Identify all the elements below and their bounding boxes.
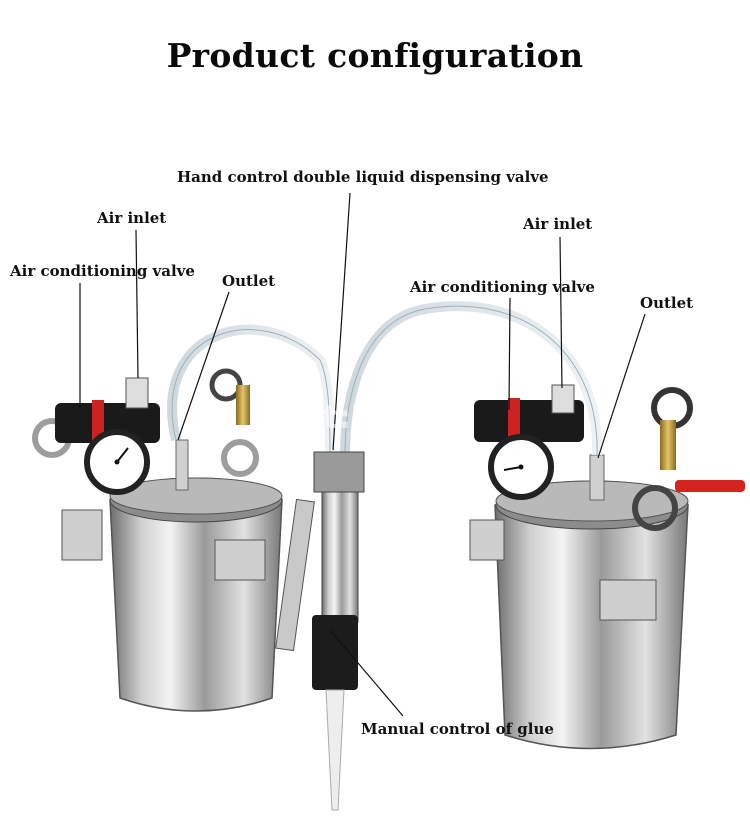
left-pressure-gauge (84, 429, 150, 495)
leader-right-air-conditioning (508, 297, 511, 411)
leader-right-air-inlet (559, 236, 563, 389)
left-pressure-tank (61, 439, 283, 712)
label-manual-control: Manual control of glue (361, 720, 554, 738)
left-regulator (55, 377, 160, 444)
label-right-air-inlet: Air inlet (523, 215, 593, 233)
label-right-air-conditioning-valve: Air conditioning valve (410, 278, 595, 296)
label-dispensing-valve: Hand control double liquid dispensing va… (177, 168, 549, 186)
label-left-outlet: Outlet (222, 272, 276, 290)
leader-lines (79, 192, 646, 717)
left-outlet-fitting (236, 385, 250, 425)
leader-valve (332, 192, 351, 451)
label-right-outlet: Outlet (640, 294, 694, 312)
leader-left-outlet (177, 291, 230, 441)
leader-right-outlet (597, 313, 646, 459)
leader-manual-control (329, 629, 404, 717)
page-title: Product configuration (166, 36, 584, 75)
supply-hoses (167, 301, 603, 456)
right-pressure-tank (469, 454, 689, 750)
watermark: Chat:7564 (255, 398, 440, 436)
label-left-air-inlet: Air inlet (97, 209, 167, 227)
leader-left-air-inlet (135, 229, 139, 379)
right-regulator (474, 384, 584, 444)
right-red-ball-valve (660, 420, 745, 492)
dispensing-valve (275, 451, 365, 811)
right-pressure-gauge (488, 434, 554, 500)
label-left-air-conditioning-valve: Air conditioning valve (10, 262, 195, 280)
